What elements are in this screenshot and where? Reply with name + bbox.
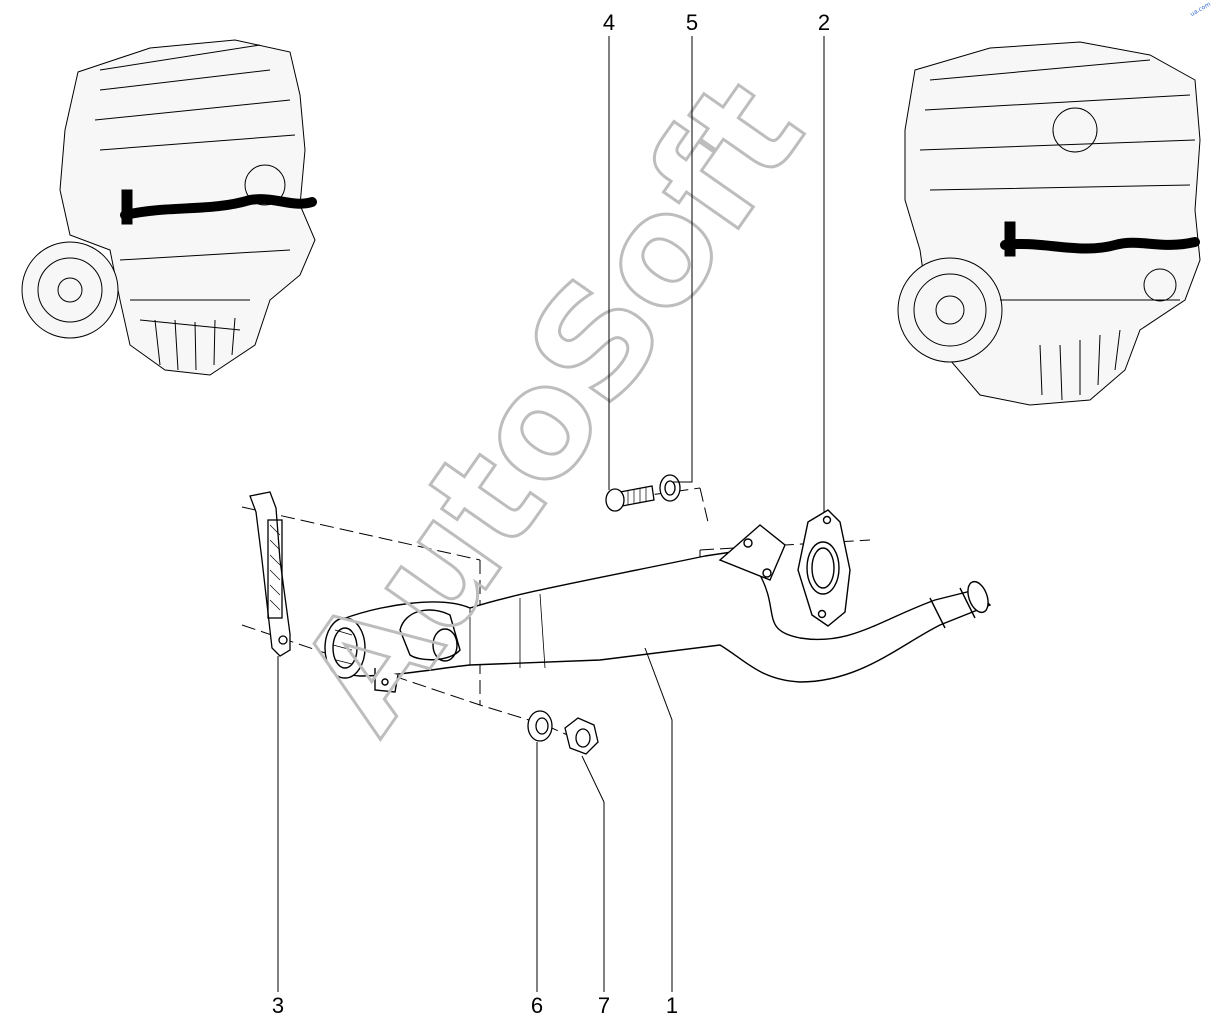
- part-5-washer: [659, 474, 681, 502]
- part-2-gasket: [797, 509, 851, 627]
- part-7-nut: [564, 717, 599, 755]
- callout-labels: 4 5 2 3 6 7 1: [272, 10, 830, 1018]
- part-4-bolt: [605, 485, 655, 512]
- part-3-bracket-plate: [249, 491, 291, 657]
- leader-lines: [277, 36, 825, 992]
- corner-mark: ua.com: [1189, 1, 1212, 18]
- callout-7: 7: [598, 993, 610, 1018]
- engine-illustration-right: [897, 41, 1201, 406]
- leader-1: [644, 647, 673, 992]
- callout-1: 1: [666, 993, 678, 1018]
- leader-7: [581, 755, 605, 992]
- engine-illustration-left: [21, 39, 317, 376]
- callout-3: 3: [272, 993, 284, 1018]
- callout-4: 4: [603, 10, 615, 35]
- part-6-washer: [527, 710, 553, 742]
- part-1-coolant-pipe: [324, 524, 992, 693]
- callout-6: 6: [531, 993, 543, 1018]
- leader-5: [672, 36, 693, 483]
- callout-2: 2: [818, 10, 830, 35]
- callout-5: 5: [686, 10, 698, 35]
